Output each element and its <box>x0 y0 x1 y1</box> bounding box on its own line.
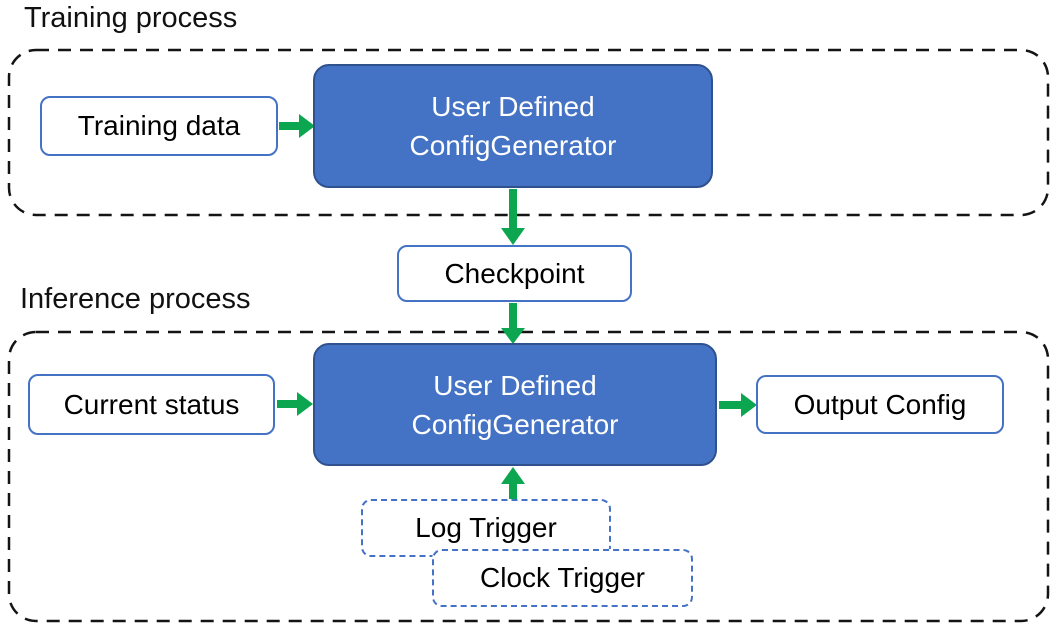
config-generator-training-line1: User Defined <box>431 91 595 122</box>
inference-process-label: Inference process <box>20 283 251 315</box>
config-generator-training-node: User Defined ConfigGenerator <box>313 64 713 188</box>
checkpoint-node: Checkpoint <box>397 245 632 302</box>
training-process-container <box>7 48 1050 217</box>
arrow-current-status-to-generator <box>277 392 313 416</box>
config-generator-inference-line2: ConfigGenerator <box>411 408 619 440</box>
config-generator-inference-line1: User Defined <box>433 369 597 401</box>
training-data-node: Training data <box>40 96 278 156</box>
arrow-generator-to-checkpoint <box>501 189 525 245</box>
current-status-node: Current status <box>28 374 275 435</box>
config-generator-training-line2: ConfigGenerator <box>409 130 617 161</box>
inference-process-container <box>7 330 1050 623</box>
arrow-training-data-to-generator <box>279 114 315 138</box>
output-config-node: Output Config <box>756 375 1004 434</box>
training-process-label: Training process <box>24 2 238 34</box>
config-generator-inference-node: User Defined ConfigGenerator <box>313 343 717 466</box>
arrow-triggers-to-generator <box>501 467 525 500</box>
arrow-checkpoint-to-generator <box>501 303 525 344</box>
arrow-generator-to-output-config <box>719 393 757 417</box>
clock-trigger-node: Clock Trigger <box>432 549 693 607</box>
